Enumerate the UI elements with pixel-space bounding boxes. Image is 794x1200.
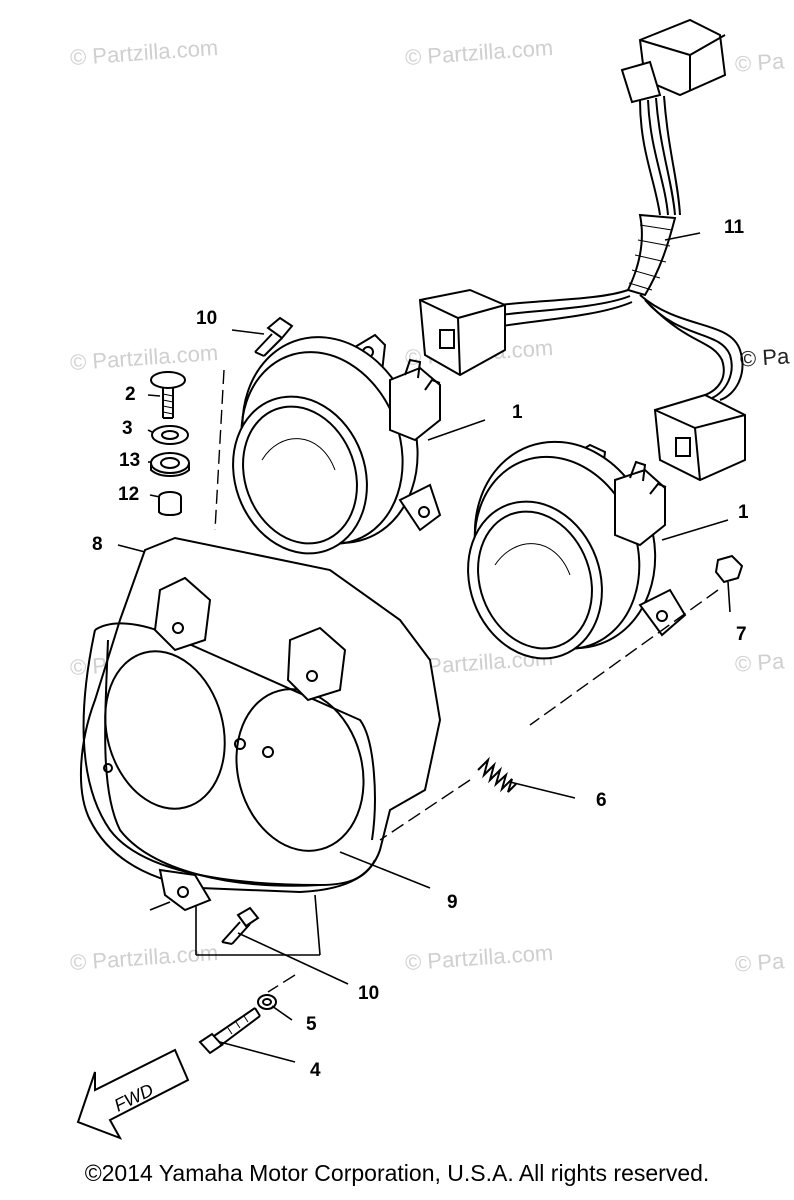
callout-4: 4 bbox=[310, 1060, 321, 1081]
headlight-right bbox=[467, 440, 687, 660]
callout-11: 11 bbox=[724, 217, 745, 238]
callout-9: 9 bbox=[447, 892, 458, 913]
copyright-notice: ©2014 Yamaha Motor Corporation, U.S.A. A… bbox=[84, 1160, 710, 1186]
callout-1: 1 bbox=[512, 402, 523, 423]
callout-13: 13 bbox=[119, 450, 140, 471]
callout-12: 12 bbox=[118, 484, 139, 505]
callout-8: 8 bbox=[92, 534, 103, 555]
assembly-line bbox=[195, 894, 321, 956]
callout-2: 2 bbox=[125, 384, 136, 405]
assembly-line bbox=[529, 589, 719, 726]
grommet-13 bbox=[150, 452, 190, 477]
headlight-left bbox=[232, 333, 442, 555]
assembly-line bbox=[214, 369, 225, 531]
forward-arrow-icon: FWD bbox=[76, 1048, 190, 1140]
bolt-10-top bbox=[254, 316, 294, 357]
callout-6: 6 bbox=[596, 790, 607, 811]
bolt-10-bottom bbox=[221, 906, 260, 945]
wiring-harness bbox=[418, 18, 746, 482]
assembly-line bbox=[379, 779, 471, 841]
callout-7: 7 bbox=[736, 624, 747, 645]
callout-10: 10 bbox=[196, 308, 217, 329]
callout-3: 3 bbox=[122, 418, 133, 439]
washer-5 bbox=[257, 994, 277, 1010]
collar-12 bbox=[158, 491, 182, 516]
callout-1: 1 bbox=[738, 502, 749, 523]
spring-6 bbox=[477, 756, 517, 793]
nut-7 bbox=[714, 554, 744, 584]
callout-10: 10 bbox=[358, 983, 379, 1004]
assembly-line bbox=[149, 901, 171, 911]
leader-lines bbox=[117, 232, 731, 1063]
screw-2 bbox=[150, 371, 186, 419]
headlight-bracket bbox=[79, 536, 442, 912]
washer-3 bbox=[151, 425, 189, 445]
assembly-line bbox=[267, 974, 296, 993]
callout-5: 5 bbox=[306, 1014, 317, 1035]
bolt-4 bbox=[198, 1007, 261, 1055]
